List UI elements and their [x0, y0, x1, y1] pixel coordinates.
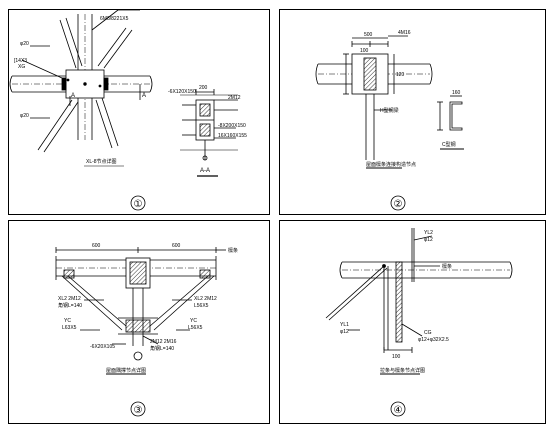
p2-dim-half: 100	[360, 48, 369, 54]
p2-bolt: 4M16	[398, 30, 411, 36]
panel-3-drawing	[55, 247, 226, 375]
panel-2-labels: 500 100 4M16 120 H型钢梁 C型钢 160 屋面檩条连接构造节点	[360, 30, 461, 168]
p4-purlin: 檩条	[442, 263, 452, 270]
panel-3-frame	[8, 220, 270, 424]
panel-1-number-badge: ①	[130, 195, 146, 211]
p2-side-dim: 120	[396, 72, 405, 78]
p4-tie-left-sub: φ12	[340, 329, 349, 335]
p1-detail-top: 200	[199, 85, 208, 91]
p3-purlin: 檩条	[228, 247, 238, 254]
p3-brace-left: XL2 2M12	[58, 296, 81, 302]
panel-2-drawing	[315, 35, 464, 169]
panel-2-frame	[279, 9, 546, 215]
p3-brace-right: XL2 2M12	[194, 296, 217, 302]
p3-tie-right-sub: L56X5	[188, 325, 203, 331]
p4-dim: 100	[392, 354, 401, 360]
p4-caption: 拉条与檩条节点详图	[380, 367, 425, 374]
panel-4-number: ④	[394, 405, 403, 416]
p2-beam-label: H型钢梁	[380, 107, 399, 114]
p1-detail-side: -8X200X150	[218, 123, 246, 129]
p1-mark-left: A	[71, 93, 75, 99]
p1-dim-a: φ20	[20, 41, 29, 47]
panel-2-number: ②	[394, 199, 403, 210]
panel-3-labels: 600 600 檩条 XL2 2M12 角钢L=140 XL2 2M12 L56…	[58, 243, 238, 374]
p1-section-sub: XG	[18, 64, 25, 70]
p1-detail-bolt: 2M12	[228, 95, 241, 101]
panel-3-number: ③	[134, 405, 143, 416]
p3-caption: 屋面隅撑节点详图	[106, 367, 146, 374]
panel-1-frame	[8, 9, 270, 215]
p1-detail-note: 16X160X155	[218, 133, 247, 139]
p3-tie-left: YC	[64, 318, 71, 324]
p3-bottom-bolt: 2M12 2M16	[150, 339, 177, 345]
p2-dim-total: 500	[364, 32, 373, 38]
p3-bottom-bolt-sub: 角钢L=140	[150, 345, 174, 352]
p2-caption: 屋面檩条连接构造节点	[366, 161, 416, 168]
p2-purlin-dims: 160	[452, 90, 461, 96]
p1-detail-plate: -6X120X150	[168, 89, 196, 95]
p1-section-title: A-A	[200, 168, 210, 174]
p1-mark-right: A	[142, 93, 146, 99]
panel-1-labels: 6M8/8221X5 φ20 [14X3 XG φ20 A A 200 -6X1…	[14, 16, 247, 174]
p1-bolt-label: 6M8/8221X5	[100, 16, 129, 22]
p4-cg: CG	[424, 330, 432, 336]
p4-tie-top: YL2	[424, 230, 433, 236]
p4-cg-sub: φ12+φ32X2.5	[418, 337, 449, 343]
p1-caption: XL-8节点详图	[86, 158, 117, 165]
p3-tie-right: YC	[190, 318, 197, 324]
panel-4-labels: YL2 φ12 檩条 YL1 φ12 CG φ12+φ32X2.5 100 拉条…	[340, 230, 452, 374]
panel-3-number-badge: ③	[130, 401, 146, 417]
p3-dim-right: 600	[172, 243, 181, 249]
p3-dim-left: 600	[92, 243, 101, 249]
panel-4-number-badge: ④	[390, 401, 406, 417]
p3-brace-right-sub: L56X5	[194, 303, 209, 309]
panel-4-drawing	[325, 228, 513, 375]
p1-dim-b: φ20	[20, 113, 29, 119]
p3-brace-left-sub: 角钢L=140	[58, 302, 82, 309]
panel-2-number-badge: ②	[390, 195, 406, 211]
p2-purlin-section: C型钢	[442, 141, 456, 148]
p3-tie-left-sub: L63X5	[62, 325, 77, 331]
p4-tie-top-sub: φ12	[424, 237, 433, 243]
panel-4-frame	[279, 220, 546, 424]
p1-section-label: [14X3	[14, 58, 27, 64]
p4-tie-left: YL1	[340, 322, 349, 328]
panel-1-number: ①	[134, 199, 143, 210]
p3-stiffener: -6X20X105	[90, 344, 115, 350]
panel-1-drawing	[9, 9, 238, 177]
